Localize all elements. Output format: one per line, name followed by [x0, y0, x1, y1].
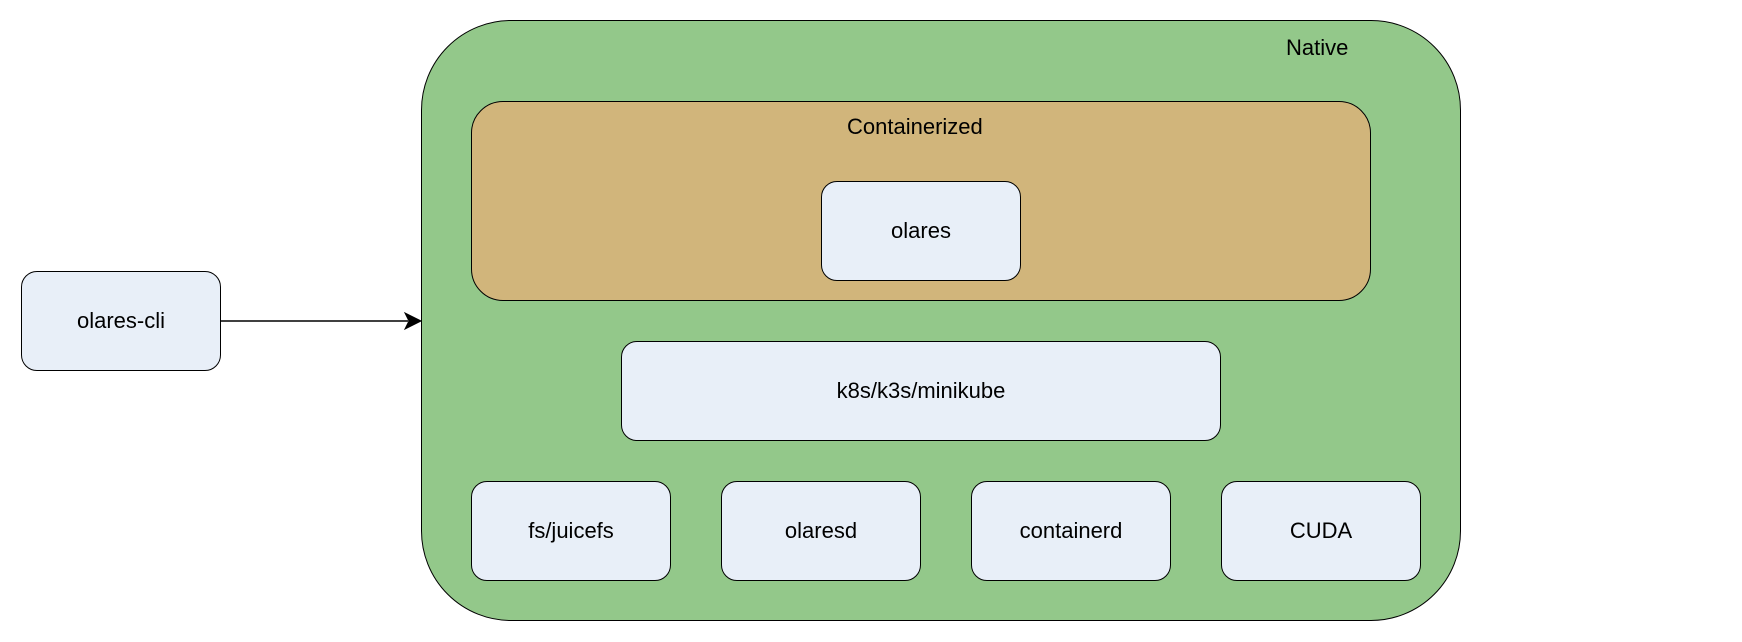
node-k8s: k8s/k3s/minikube [621, 341, 1221, 441]
node-olares: olares [821, 181, 1021, 281]
node-containerd: containerd [971, 481, 1171, 581]
node-olares-cli: olares-cli [21, 271, 221, 371]
node-olaresd: olaresd [721, 481, 921, 581]
arrowhead [403, 311, 423, 331]
native-group-label: Native [1286, 35, 1349, 60]
node-juicefs: fs/juicefs [471, 481, 671, 581]
containerized-group-label: Containerized [847, 114, 983, 139]
node-cuda: CUDA [1221, 481, 1421, 581]
